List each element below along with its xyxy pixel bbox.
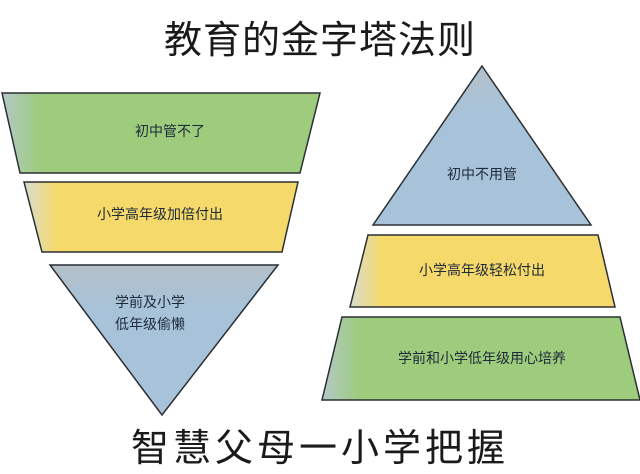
- pyramids-canvas: [1, 64, 640, 417]
- left-layer-3-label-line1: 学前及小学: [115, 295, 185, 311]
- left-layer-1-label: 初中管不了: [135, 124, 205, 140]
- footer-caption-partial: 智慧父母一小学把握: [130, 426, 509, 470]
- right-layer-2-shape: [349, 234, 616, 308]
- diagram-title: 教育的金字塔法则: [163, 18, 476, 62]
- left-layer-3-shape: [48, 264, 280, 417]
- left-layer-2-shape: [23, 181, 299, 253]
- right-layer-1-label: 初中不用管: [447, 167, 517, 183]
- left-layer-2-label: 小学高年级加倍付出: [97, 207, 223, 223]
- left-layer-1-shape: [1, 92, 321, 174]
- right-layer-3-label: 学前和小学低年级用心培养: [398, 351, 566, 367]
- right-layer-2-label: 小学高年级轻松付出: [419, 263, 545, 279]
- right-layer-3-shape: [321, 316, 640, 401]
- right-layer-1-shape: [371, 64, 593, 226]
- left-layer-3-label-line2: 低年级偷懒: [115, 317, 185, 333]
